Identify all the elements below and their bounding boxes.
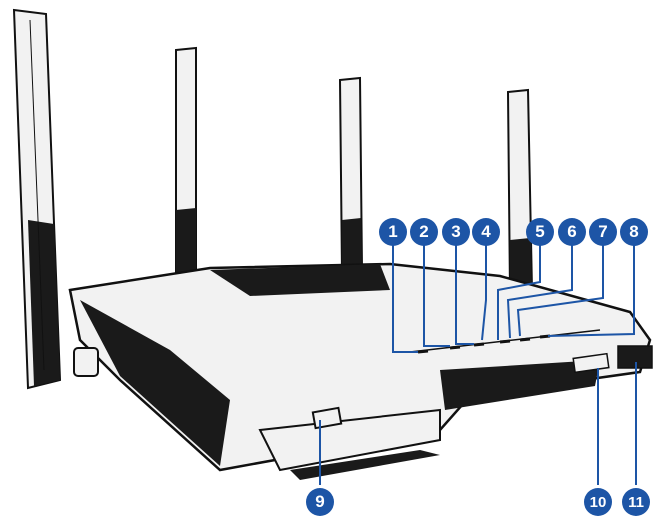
callout-7: 7: [589, 218, 617, 246]
callout-10: 10: [584, 488, 612, 516]
router-body: [68, 262, 653, 480]
callout-4: 4: [472, 218, 500, 246]
callout-9: 9: [306, 488, 334, 516]
callout-3: 3: [442, 218, 470, 246]
callout-8: 8: [620, 218, 648, 246]
callout-11: 11: [622, 488, 650, 516]
antenna-right-front: [506, 88, 534, 294]
callout-5: 5: [526, 218, 554, 246]
antenna-right-rear: [338, 76, 364, 274]
antenna-left-front: [12, 8, 62, 390]
leader-lines: [319, 245, 637, 485]
antenna-left-rear: [175, 46, 197, 274]
callout-2: 2: [410, 218, 438, 246]
callout-1: 1: [379, 218, 407, 246]
callout-6: 6: [558, 218, 586, 246]
